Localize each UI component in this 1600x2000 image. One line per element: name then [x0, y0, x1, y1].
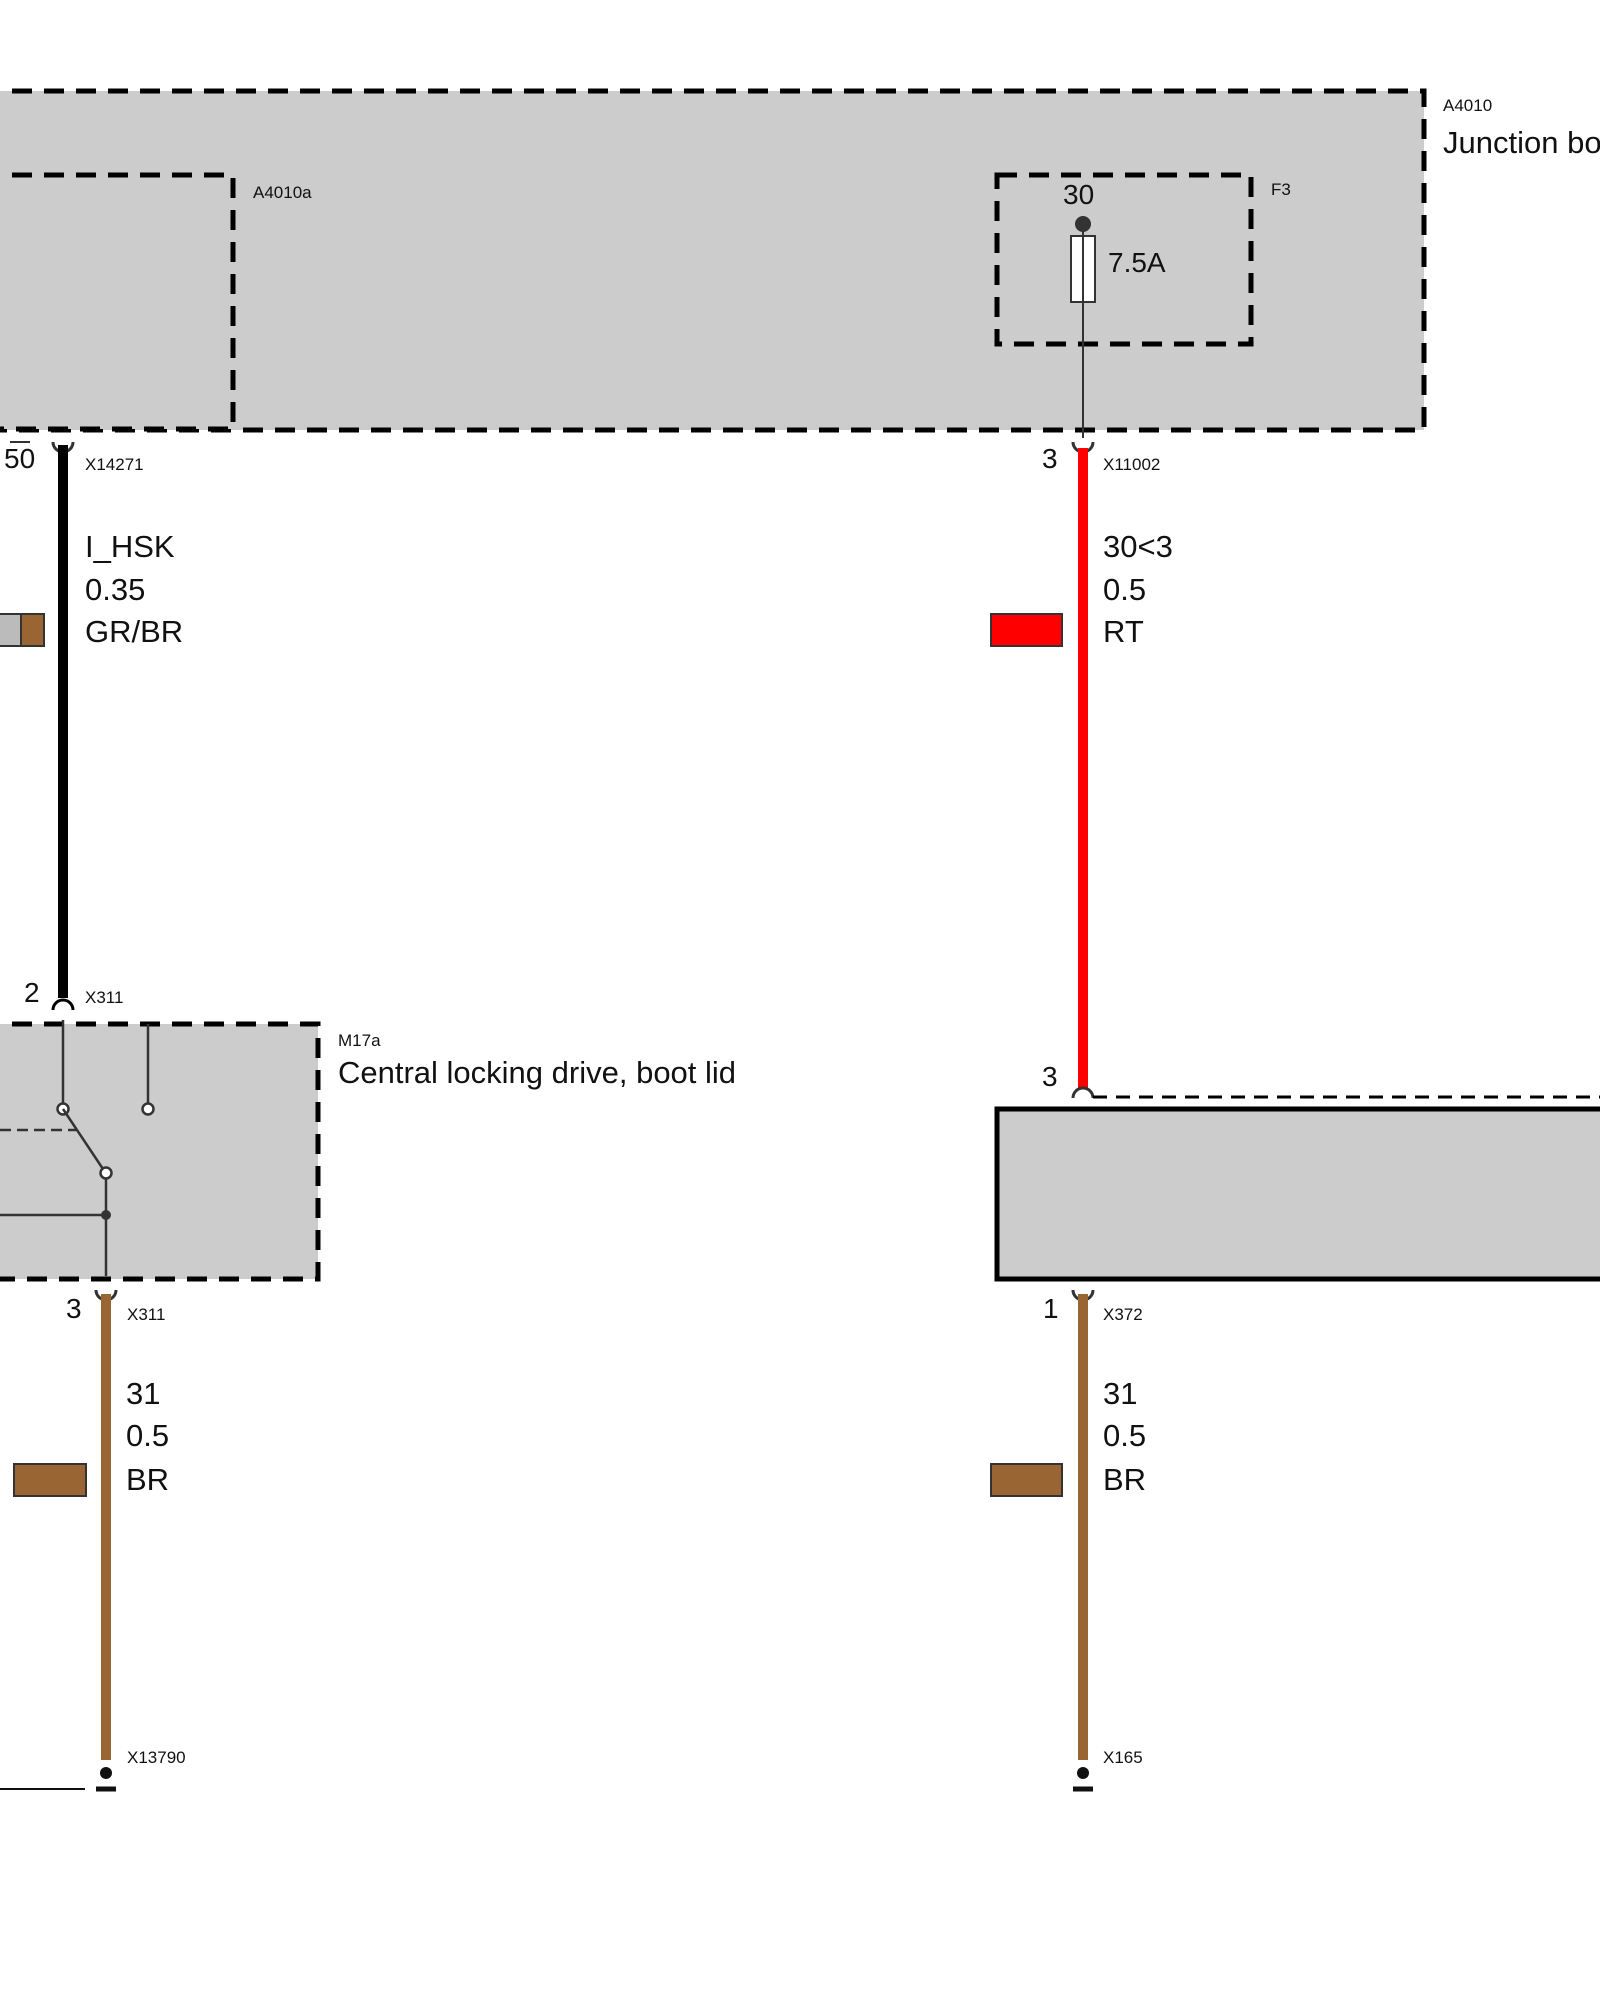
drive-module: M17a Central locking drive, boot lid [0, 1020, 736, 1282]
drive-module-name: Central locking drive, boot lid [338, 1055, 736, 1090]
pin-marker-2 [51, 998, 75, 1011]
switch-symbol [0, 1020, 155, 1276]
ground-dot [1077, 1767, 1089, 1779]
wire-right-top: 3 X11002 30<3 0.5 RT 3 [990, 441, 1173, 1099]
wire-color-swatch [990, 1463, 1063, 1497]
ground-connector-x165: X165 [1103, 1748, 1143, 1767]
connector-x372: X372 [1103, 1305, 1143, 1324]
switch-pivot [99, 1166, 113, 1180]
wire-right-bottom: 1 X372 31 0.5 BR X165 [990, 1289, 1146, 1792]
submodule-id: A4010a [253, 183, 312, 202]
wire-cross-section: 0.35 [85, 572, 145, 607]
pin-label-50: 50 [4, 443, 35, 474]
switch-blade [61, 1108, 107, 1173]
wire-color-code: BR [126, 1462, 169, 1497]
wire-signal: I_HSK [85, 529, 175, 564]
wire-left-top: 50 X14271 I_HSK 0.35 GR/BR 2 X311 [0, 441, 183, 1011]
junction-box-id: A4010 [1443, 96, 1492, 115]
swatch-grey [0, 613, 22, 647]
connector-x14271: X14271 [85, 455, 144, 474]
wire-cross-section: 0.5 [1103, 572, 1146, 607]
wire-color-swatch [13, 1463, 87, 1497]
junction-box-name: Junction bo [1443, 125, 1600, 160]
junction-box: A4010 Junction bo [0, 88, 1600, 433]
ground-dot [100, 1767, 112, 1779]
pin-label-3-bottom: 3 [1042, 1061, 1058, 1092]
submodule-a4010a: A4010a [0, 172, 312, 432]
wire-color-swatch [990, 613, 1063, 647]
pin-label-1: 1 [1043, 1293, 1059, 1324]
wire-signal: 31 [126, 1376, 160, 1411]
submodule-body [0, 172, 236, 432]
fuse-rating: 7.5A [1108, 247, 1166, 278]
fuse-housing [994, 172, 1254, 347]
ground-connector-x13790: X13790 [127, 1748, 186, 1767]
pin-marker-3-bottom [1071, 1086, 1095, 1099]
wire-signal: 30<3 [1103, 529, 1173, 564]
wire-signal: 31 [1103, 1376, 1137, 1411]
wire-color-code: GR/BR [85, 614, 183, 649]
fuse-id: F3 [1271, 180, 1291, 199]
pin-label-2: 2 [24, 977, 40, 1008]
drive-module-id: M17a [338, 1031, 381, 1050]
connector-x11002: X11002 [1103, 455, 1160, 474]
wire-cross-section: 0.5 [126, 1418, 169, 1453]
wire-color-code: BR [1103, 1462, 1146, 1497]
connector-x311-top: X311 [85, 988, 123, 1007]
wire-left-bottom: 3 X311 31 0.5 BR X13790 [0, 1289, 186, 1792]
wire-color-swatch [0, 613, 45, 647]
fuse-terminal-label: 30 [1063, 179, 1094, 210]
swatch-brown [20, 613, 45, 647]
wire-cross-section: 0.5 [1103, 1418, 1146, 1453]
right-lower-module [994, 1095, 1600, 1282]
fuse-f3: F3 30 7.5A [994, 172, 1291, 438]
wire-color-code: RT [1103, 614, 1144, 649]
drive-module-body [0, 1021, 321, 1282]
pin-label-3-left: 3 [66, 1293, 82, 1324]
switch-junction-dot [101, 1210, 111, 1220]
module-body [994, 1106, 1600, 1282]
connector-x311-bottom: X311 [127, 1305, 165, 1324]
pin-label-3-top: 3 [1042, 443, 1058, 474]
switch-contact-terminal [141, 1102, 155, 1116]
